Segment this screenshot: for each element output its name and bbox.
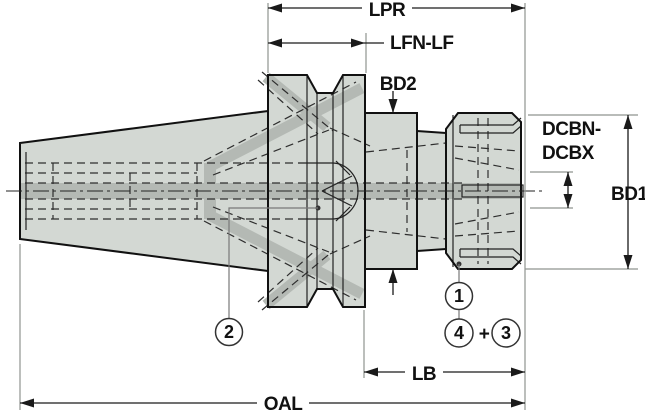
tool-body-fills <box>20 75 521 307</box>
label-bd1: BD1 <box>611 184 645 205</box>
channel-edge <box>261 250 334 311</box>
label-lfn-lf: LFN-LF <box>390 33 453 54</box>
channel-edge <box>212 206 330 253</box>
arrowhead <box>20 398 34 408</box>
drill-cone <box>321 175 353 192</box>
label-bd2: BD2 <box>380 74 417 95</box>
arrowhead <box>351 38 365 48</box>
arrowhead <box>623 255 633 269</box>
arrowhead <box>388 99 398 113</box>
coolant-channel-lower-long <box>206 210 365 299</box>
arrowhead <box>268 3 282 13</box>
balloon-2 <box>214 317 244 347</box>
arrowhead <box>563 194 573 208</box>
v-flange-outline <box>267 74 366 308</box>
hidden-lines <box>25 71 520 311</box>
arrowhead <box>511 3 525 13</box>
balloon-1-number: 1 <box>454 286 464 306</box>
coolant-channel-upper-long <box>206 83 365 172</box>
channel-edge <box>261 71 334 132</box>
dimension-labels: LPR LFN-LF BD2 DCBN- DCBX BD1 LB OAL <box>264 0 645 414</box>
callouts: 2 1 4 + 3 <box>214 205 521 348</box>
internal-taper <box>365 229 447 240</box>
internal-taper <box>365 142 447 153</box>
seat-tick <box>335 160 351 176</box>
plus-sign: + <box>479 324 490 345</box>
balloon-2-number: 2 <box>224 322 234 342</box>
arrowhead <box>388 269 398 283</box>
label-oal: OAL <box>264 394 304 414</box>
arrowhead <box>511 367 525 377</box>
dimension-lines <box>20 3 633 408</box>
leader-line-2 <box>228 207 318 318</box>
collet-nut-outline <box>445 112 522 270</box>
extension-lines <box>19 3 638 410</box>
nut-cone <box>454 157 520 171</box>
arrowhead <box>511 398 525 408</box>
arrowhead <box>268 38 282 48</box>
nut-cone <box>454 230 520 237</box>
balloon-4 <box>444 318 474 348</box>
drill-cone <box>321 190 353 207</box>
arrowhead <box>364 367 378 377</box>
label-dcbn: DCBN- <box>542 119 601 140</box>
arrowhead <box>563 172 573 186</box>
arrowhead <box>623 115 633 129</box>
balloon-4-number: 4 <box>454 323 464 343</box>
label-dcbx: DCBX <box>542 143 595 164</box>
channel-edge <box>329 235 371 255</box>
label-lb: LB <box>412 364 436 385</box>
channel-edge <box>329 127 371 147</box>
seat-tick <box>335 206 351 222</box>
balloon-3 <box>491 318 521 348</box>
nut-cone <box>454 145 520 152</box>
balloon-3-number: 3 <box>501 323 511 343</box>
channel-edge <box>212 129 330 176</box>
label-lpr: LPR <box>369 0 406 21</box>
balloon-1 <box>444 281 474 311</box>
channel-edge <box>203 81 357 162</box>
nut-cone <box>454 211 520 225</box>
